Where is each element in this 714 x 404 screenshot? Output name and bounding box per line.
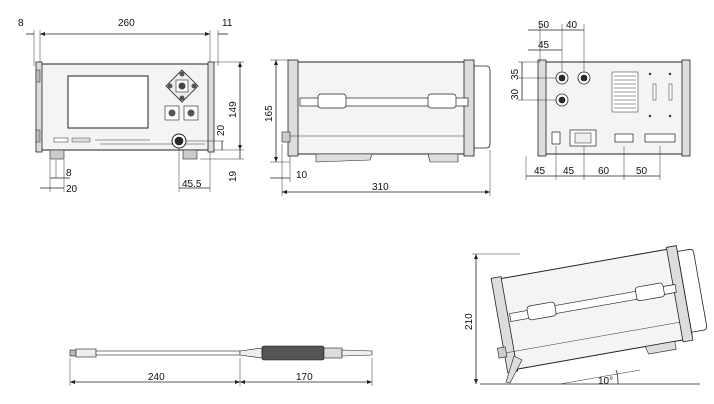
probe-handle <box>261 345 325 361</box>
probe-gooseneck <box>95 350 241 356</box>
probe-length-label: 240 <box>148 372 165 383</box>
side-rear-foot <box>427 153 459 163</box>
probe-view: 240 170 <box>69 345 373 386</box>
front-right-foot <box>182 149 198 160</box>
side-depth-label: 310 <box>372 182 389 193</box>
rear-top-50-label: 50 <box>538 20 550 31</box>
rear-vent <box>611 71 639 113</box>
tilted-view: 210 10° <box>464 245 708 387</box>
rear-bottom-60-label: 60 <box>598 166 610 177</box>
front-keypad <box>164 69 199 121</box>
front-left-offset-label: 8 <box>18 18 24 29</box>
tilted-angle-label: 10° <box>598 376 613 387</box>
rear-bottom-50-label: 50 <box>636 166 648 177</box>
front-width-label: 260 <box>118 18 135 29</box>
probe-tip <box>75 348 97 358</box>
front-view: 260 8 11 <box>18 18 244 195</box>
rear-top-45-label: 45 <box>538 40 550 51</box>
rear-power-switch <box>551 131 561 145</box>
front-left-foot <box>49 149 65 160</box>
side-foot-offset-label: 10 <box>296 170 308 181</box>
side-height-label: 165 <box>264 105 275 122</box>
front-connector-offset-label: 45.5 <box>182 179 202 190</box>
front-right-handle <box>207 61 215 153</box>
rear-vert-30-label: 30 <box>510 88 521 100</box>
side-rail <box>299 97 469 107</box>
front-height-label: 149 <box>228 101 239 118</box>
rear-top-40-label: 40 <box>566 20 578 31</box>
rear-view: 50 40 45 35 30 45 45 60 50 <box>510 20 691 180</box>
front-foot-width-b-label: 20 <box>66 184 78 195</box>
side-view: 165 10 310 <box>264 59 491 196</box>
side-handle <box>474 65 491 149</box>
probe-handle-length-label: 170 <box>296 372 313 383</box>
front-connector-height-label: 20 <box>216 124 227 136</box>
side-front-foot <box>315 153 373 163</box>
tilted-housing <box>493 247 693 371</box>
tilt-stand <box>505 355 523 384</box>
rear-serial-port <box>614 133 634 143</box>
rear-bottom-45b-label: 45 <box>563 166 575 177</box>
front-foot-width-a-label: 8 <box>66 168 72 179</box>
front-foot-height-label: 19 <box>228 170 239 182</box>
rear-vert-35-label: 35 <box>510 68 521 80</box>
front-display <box>67 75 149 129</box>
front-right-offset-label: 11 <box>222 18 233 29</box>
rear-parallel-port <box>644 133 676 143</box>
tilted-height-label: 210 <box>464 313 475 330</box>
rear-bottom-45a-label: 45 <box>534 166 546 177</box>
front-left-handle <box>35 61 43 153</box>
probe-cable <box>341 349 373 357</box>
